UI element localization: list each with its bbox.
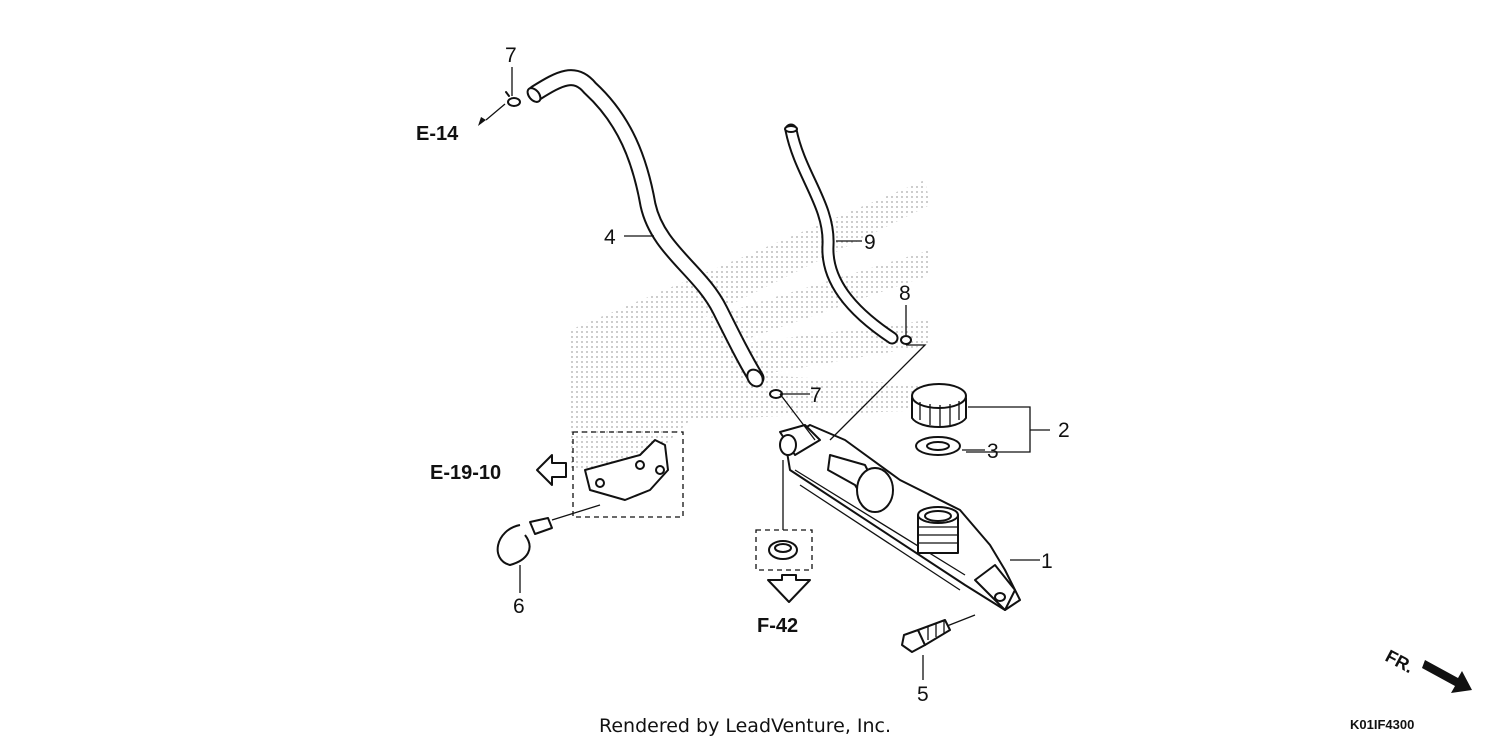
watermark-wing	[570, 180, 930, 470]
callout-2: 2	[1058, 419, 1070, 442]
render-credit: Rendered by LeadVenture, Inc.	[599, 715, 891, 737]
callout-4: 4	[604, 226, 616, 249]
reserve-tank-1	[779, 424, 1021, 611]
hose-clip-7-top	[505, 91, 521, 107]
hose-clip-8	[900, 335, 912, 345]
diagram-code: K01IF4300	[1350, 717, 1414, 732]
bracket-assembly	[572, 431, 684, 518]
overflow-hose-9	[784, 123, 899, 345]
grommet-assembly	[755, 529, 813, 571]
leader-lines	[485, 67, 1050, 680]
callout-1: 1	[1041, 550, 1053, 573]
front-direction-arrow-icon	[1422, 660, 1472, 693]
front-direction-label: FR.	[1382, 646, 1417, 677]
callout-6: 6	[513, 595, 525, 618]
callout-7-top: 7	[505, 44, 517, 67]
callout-3: 3	[987, 440, 999, 463]
reference-e14: E-14	[416, 123, 459, 145]
callout-5: 5	[917, 683, 929, 706]
callout-9: 9	[864, 231, 876, 254]
hose-clamp-6	[496, 504, 601, 566]
breather-hose-4	[526, 69, 765, 388]
reference-f42: F-42	[757, 615, 798, 637]
reference-arrows	[478, 117, 811, 603]
reference-e1910: E-19-10	[430, 462, 501, 484]
callout-8: 8	[899, 282, 911, 305]
bolt-5	[901, 619, 951, 653]
callout-7-middle: 7	[810, 384, 822, 407]
tank-cap-2	[911, 383, 967, 428]
cap-seal-3	[915, 436, 961, 456]
